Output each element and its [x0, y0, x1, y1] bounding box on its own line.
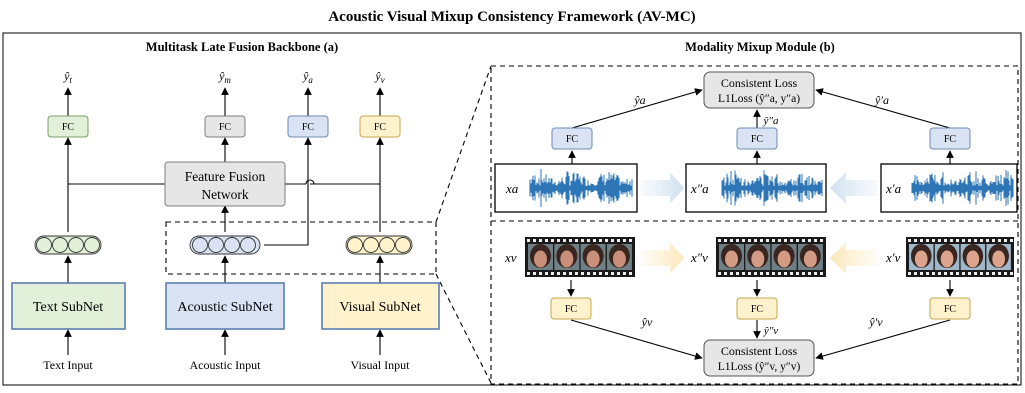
text-subnet-box — [11, 282, 126, 330]
mixup-dashed-frame — [490, 65, 1019, 385]
output-label-visual: ŷv — [374, 69, 384, 85]
fc-box-mixed — [204, 115, 246, 138]
loss-box-visual — [703, 339, 815, 377]
fc-label-audio: FC — [302, 122, 315, 133]
mix-arrow-blue-right — [641, 172, 684, 204]
figure-title: Acoustic Visual Mixup Consistency Framew… — [328, 9, 695, 25]
film-strips — [525, 237, 1014, 277]
pred-label-audio-prime: ŷ′a — [874, 93, 889, 107]
visual-subnet-label: Visual SubNet — [339, 300, 420, 315]
visual-label-prime: x′v — [885, 250, 901, 265]
waveform — [911, 170, 1014, 206]
visual-input-label: Visual Input — [351, 358, 411, 372]
fc-box-mix-visual-2 — [736, 297, 778, 320]
mix-arrow-yellow-left — [830, 242, 878, 274]
text-input-label: Text Input — [43, 358, 93, 372]
fc-mix-visual-1-label: FC — [565, 304, 578, 315]
neuron-group-text — [34, 235, 102, 255]
audio-label-a: xa — [505, 181, 519, 196]
pred-label-visual-prime: ŷ′v — [868, 315, 883, 329]
pred-label-audio-mix: ŷ″a — [763, 115, 779, 127]
loss-visual-line1: Consistent Loss — [721, 344, 798, 358]
film-strip — [906, 237, 1014, 277]
loss-audio-line2: L1Loss (ŷ″a, y″a) — [718, 93, 800, 105]
mix-arrow-yellow-right — [641, 242, 684, 274]
text-subnet-label: Text SubNet — [33, 300, 103, 315]
feature-fusion-box — [164, 161, 286, 207]
film-strip — [716, 237, 826, 277]
waveform — [721, 170, 823, 206]
zoom-highlight-box — [165, 221, 437, 275]
film-strip — [525, 237, 635, 277]
waveforms — [529, 169, 1014, 207]
waveform — [529, 169, 633, 207]
fc-box-text — [47, 115, 89, 138]
fc-mix-audio-2-label: FC — [751, 134, 764, 145]
loss-box-audio — [703, 71, 815, 109]
fc-mix-visual-3-label: FC — [944, 304, 957, 315]
feature-fusion-label-2: Network — [201, 187, 248, 202]
fc-box-mix-audio-3 — [929, 127, 971, 150]
visual-label-v: xv — [504, 250, 517, 265]
mixup-title: Modality Mixup Module (b) — [685, 40, 835, 54]
neuron-group-visual — [345, 235, 413, 255]
backbone-output-labels: ŷt ŷm ŷa ŷv — [63, 69, 385, 85]
loss-audio-line1: Consistent Loss — [721, 76, 798, 90]
visual-subnet-box — [321, 282, 440, 330]
acoustic-input-label: Acoustic Input — [190, 358, 262, 372]
pred-label-audio: ŷa — [633, 93, 645, 107]
backbone-title: Multitask Late Fusion Backbone (a) — [146, 40, 338, 54]
fc-box-visual — [359, 115, 401, 138]
loss-visual-line2: L1Loss (ŷ″v, y″v) — [718, 361, 801, 373]
mix-arrow-blue-left — [830, 172, 878, 204]
fc-box-mix-visual-1 — [550, 297, 592, 320]
fc-mix-audio-3-label: FC — [944, 134, 957, 145]
fc-mix-visual-2-label: FC — [751, 304, 764, 315]
fc-label-visual: FC — [374, 122, 387, 133]
output-label-audio: ŷa — [302, 69, 313, 85]
audio-label-prime: x′a — [885, 181, 902, 196]
fc-box-audio — [287, 115, 329, 138]
fc-label-mixed: FC — [219, 122, 232, 133]
feature-fusion-label-1: Feature Fusion — [185, 169, 266, 184]
fc-mix-audio-1-label: FC — [566, 134, 579, 145]
pred-label-visual-mix: ŷ″v — [763, 325, 778, 337]
output-label-text: ŷt — [63, 69, 72, 85]
output-label-mixed: ŷm — [218, 69, 231, 85]
visual-label-mix: x″v — [690, 250, 708, 265]
fc-box-mix-audio-2 — [736, 127, 778, 150]
neuron-group-acoustic — [189, 235, 261, 255]
fc-box-mix-audio-1 — [551, 127, 593, 150]
audio-label-mix: x″a — [690, 181, 709, 196]
acoustic-subnet-box — [165, 282, 285, 330]
acoustic-subnet-label: Acoustic SubNet — [177, 300, 272, 315]
fc-box-mix-visual-3 — [929, 297, 971, 320]
fc-label-text: FC — [62, 122, 75, 133]
pred-label-visual: ŷv — [641, 315, 653, 329]
outer-frame — [2, 32, 1022, 386]
